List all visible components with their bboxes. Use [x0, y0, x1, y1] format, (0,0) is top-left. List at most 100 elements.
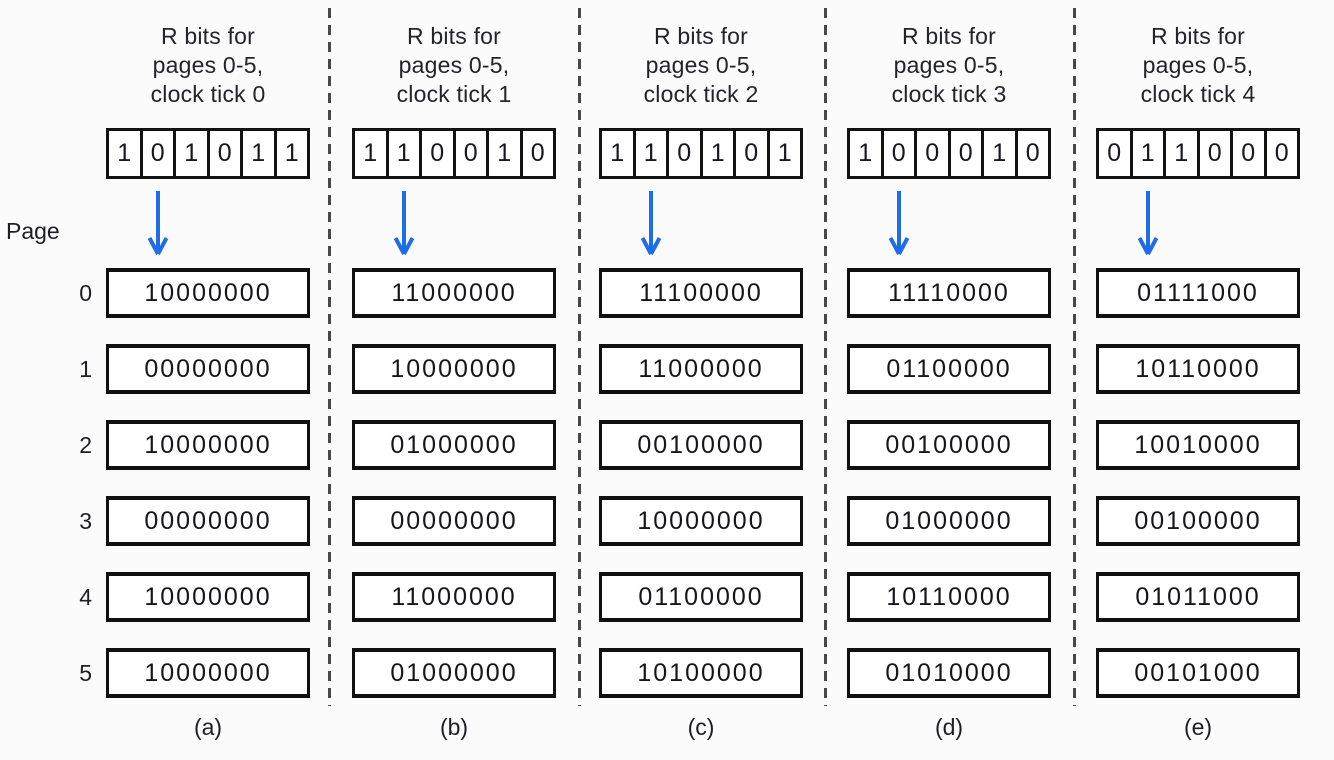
column-header-a: R bits for pages 0-5, clock tick 0 [106, 22, 310, 109]
r-bit-cell: 1 [1163, 131, 1197, 176]
column-separator [1073, 8, 1076, 706]
aging-counter-page-1: 11000000 [599, 344, 803, 394]
r-bit-cell: 1 [240, 131, 274, 176]
aging-counter-page-3: 00000000 [106, 496, 310, 546]
down-arrow-icon [147, 190, 169, 262]
column-header-line: clock tick 3 [891, 81, 1007, 107]
aging-counter-page-4: 01100000 [599, 572, 803, 622]
column-header-line: R bits for [406, 23, 502, 49]
r-bit-cell: 1 [385, 131, 420, 176]
r-bit-cell: 1 [273, 131, 308, 176]
aging-counter-page-0: 01111000 [1096, 268, 1300, 318]
aging-counter-page-3: 00100000 [1096, 496, 1300, 546]
column-header-line: R bits for [1150, 23, 1246, 49]
r-bit-cell: 0 [914, 131, 948, 176]
aging-counter-page-0: 11110000 [847, 268, 1051, 318]
column-header-line: R bits for [160, 23, 256, 49]
column-header-line: pages 0-5, [893, 52, 1005, 78]
aging-counter-page-4: 10110000 [847, 572, 1051, 622]
aging-counter-page-5: 10100000 [599, 648, 803, 698]
r-bit-cell: 1 [632, 131, 667, 176]
column-header-line: pages 0-5, [645, 52, 757, 78]
r-bit-cell: 0 [206, 131, 241, 176]
down-arrow-icon [1137, 190, 1159, 262]
page-number: 2 [79, 432, 92, 458]
r-bit-cell: 0 [1196, 131, 1231, 176]
r-bit-cell: 0 [733, 131, 767, 176]
down-arrow-icon [640, 190, 662, 262]
column-header-e: R bits for pages 0-5, clock tick 4 [1096, 22, 1300, 109]
column-header-line: clock tick 4 [1140, 81, 1256, 107]
column-header-b: R bits for pages 0-5, clock tick 1 [352, 22, 556, 109]
column-header-d: R bits for pages 0-5, clock tick 3 [847, 22, 1051, 109]
aging-counter-page-0: 10000000 [106, 268, 310, 318]
column-header-line: pages 0-5, [1142, 52, 1254, 78]
column-header-line: pages 0-5, [398, 52, 510, 78]
aging-counter-page-1: 01100000 [847, 344, 1051, 394]
r-bit-cell: 0 [1014, 131, 1049, 176]
column-header-line: clock tick 0 [150, 81, 266, 107]
r-bit-cell: 0 [519, 131, 554, 176]
column-header-line: pages 0-5, [152, 52, 264, 78]
aging-counter-page-2: 10000000 [106, 420, 310, 470]
aging-counter-page-2: 01000000 [352, 420, 556, 470]
down-arrow-icon [888, 190, 910, 262]
column-label-a: (a) [193, 714, 223, 740]
column-separator [824, 8, 827, 706]
r-bit-cell: 0 [666, 131, 700, 176]
aging-counter-page-5: 10000000 [106, 648, 310, 698]
aging-counter-page-5: 01010000 [847, 648, 1051, 698]
column-separator [578, 8, 581, 706]
r-bit-cell: 0 [452, 131, 487, 176]
aging-counter-page-1: 00000000 [106, 344, 310, 394]
column-header-line: R bits for [653, 23, 749, 49]
r-bit-cell: 0 [1107, 139, 1122, 167]
r-bit-cell: 1 [981, 131, 1015, 176]
r-bit-cell: 0 [139, 131, 174, 176]
aging-counter-page-2: 10010000 [1096, 420, 1300, 470]
aging-counter-page-4: 11000000 [352, 572, 556, 622]
r-bit-cell: 0 [1263, 131, 1298, 176]
r-bit-cell: 1 [173, 131, 207, 176]
column-label-c: (c) [687, 714, 715, 740]
r-bit-cell: 1 [699, 131, 734, 176]
aging-counter-page-3: 10000000 [599, 496, 803, 546]
r-bit-cell: 0 [419, 131, 453, 176]
r-bit-cell: 1 [363, 139, 378, 167]
r-bit-cell: 1 [610, 139, 625, 167]
column-label-d: (d) [934, 714, 964, 740]
aging-counter-page-1: 10000000 [352, 344, 556, 394]
column-header-line: clock tick 1 [396, 81, 512, 107]
aging-counter-page-5: 01000000 [352, 648, 556, 698]
page-number: 4 [79, 584, 92, 610]
column-label-b: (b) [439, 714, 469, 740]
column-label-e: (e) [1183, 714, 1213, 740]
page-number: 0 [79, 280, 92, 306]
down-arrow-icon [393, 190, 415, 262]
aging-counter-page-0: 11100000 [599, 268, 803, 318]
aging-counter-page-2: 00100000 [847, 420, 1051, 470]
page-number: 1 [79, 356, 92, 382]
r-bit-cell: 1 [858, 139, 873, 167]
aging-counter-page-5: 00101000 [1096, 648, 1300, 698]
aging-counter-page-4: 10000000 [106, 572, 310, 622]
column-header-line: R bits for [901, 23, 997, 49]
column-header-line: clock tick 2 [643, 81, 759, 107]
r-bit-cell: 0 [880, 131, 915, 176]
column-separator [328, 8, 331, 706]
page-axis-label: Page [6, 218, 60, 244]
r-bit-cell: 1 [486, 131, 520, 176]
page-number: 5 [79, 660, 92, 686]
r-bit-cell: 1 [117, 139, 132, 167]
r-bit-cell: 0 [1230, 131, 1264, 176]
r-bit-cell: 0 [947, 131, 982, 176]
aging-counter-page-2: 00100000 [599, 420, 803, 470]
aging-counter-page-4: 01011000 [1096, 572, 1300, 622]
column-header-c: R bits for pages 0-5, clock tick 2 [599, 22, 803, 109]
